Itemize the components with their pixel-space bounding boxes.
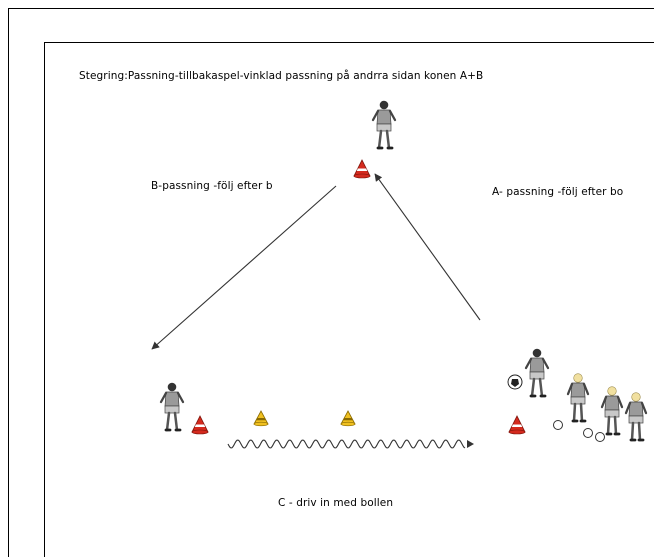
ball-icon (553, 420, 563, 430)
ball-icon (595, 432, 605, 442)
player-queue-2 (600, 385, 624, 436)
ball-icon (583, 428, 593, 438)
label-a-pass: A- passning -följ efter bo (492, 186, 624, 198)
ball-icon (507, 374, 523, 390)
pass-arrow-b (151, 185, 337, 350)
player-queue-3 (624, 391, 648, 442)
wavy-dribble-path (227, 439, 466, 449)
cone-middle-1 (253, 410, 269, 427)
cone-left (191, 415, 209, 435)
player-right-passer (524, 347, 550, 398)
cone-middle-2 (340, 410, 356, 427)
pitch-frame (44, 42, 654, 557)
player-left (159, 381, 185, 432)
outer-frame (8, 8, 654, 557)
cone-top (353, 159, 371, 179)
player-top (371, 99, 397, 150)
dribble-arrowhead (467, 440, 474, 448)
pass-arrow-a (374, 173, 481, 321)
label-b-pass: B-passning -följ efter b (151, 180, 273, 192)
drill-title: Stegring:Passning-tillbakaspel-vinklad p… (79, 70, 484, 82)
player-queue-1 (566, 372, 590, 423)
cone-right (508, 415, 526, 435)
label-c-dribble: C - driv in med bollen (278, 497, 394, 509)
